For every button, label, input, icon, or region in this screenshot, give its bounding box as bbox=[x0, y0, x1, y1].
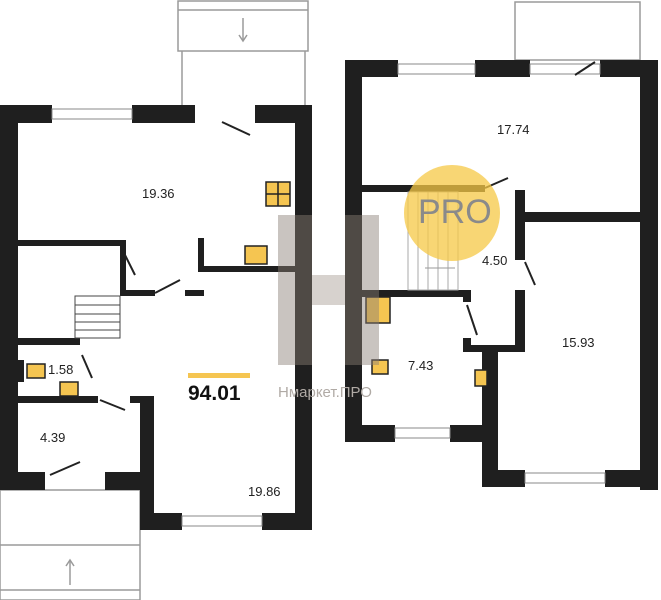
total-area: 94.01 bbox=[188, 382, 241, 405]
porches bbox=[0, 0, 641, 600]
watermark-text: Нмаркет.ПРО bbox=[278, 384, 372, 401]
doors bbox=[49, 61, 596, 476]
fixtures bbox=[26, 181, 488, 397]
stairs bbox=[74, 191, 459, 339]
room-area-label: 17.74 bbox=[497, 122, 530, 137]
total-area-underline bbox=[188, 373, 250, 378]
pro-badge: PRO bbox=[404, 165, 500, 261]
room-area-label: 19.86 bbox=[248, 484, 281, 499]
watermark-logo bbox=[278, 215, 379, 365]
room-area-label: 4.50 bbox=[482, 253, 508, 268]
windows bbox=[51, 63, 606, 527]
room-area-label: 19.36 bbox=[142, 186, 175, 201]
room-area-label: 4.39 bbox=[40, 430, 66, 445]
room-area-label: 15.93 bbox=[562, 335, 595, 350]
room-area-label: 1.58 bbox=[48, 362, 74, 377]
walls bbox=[0, 60, 658, 530]
room-area-label: 7.43 bbox=[408, 358, 434, 373]
